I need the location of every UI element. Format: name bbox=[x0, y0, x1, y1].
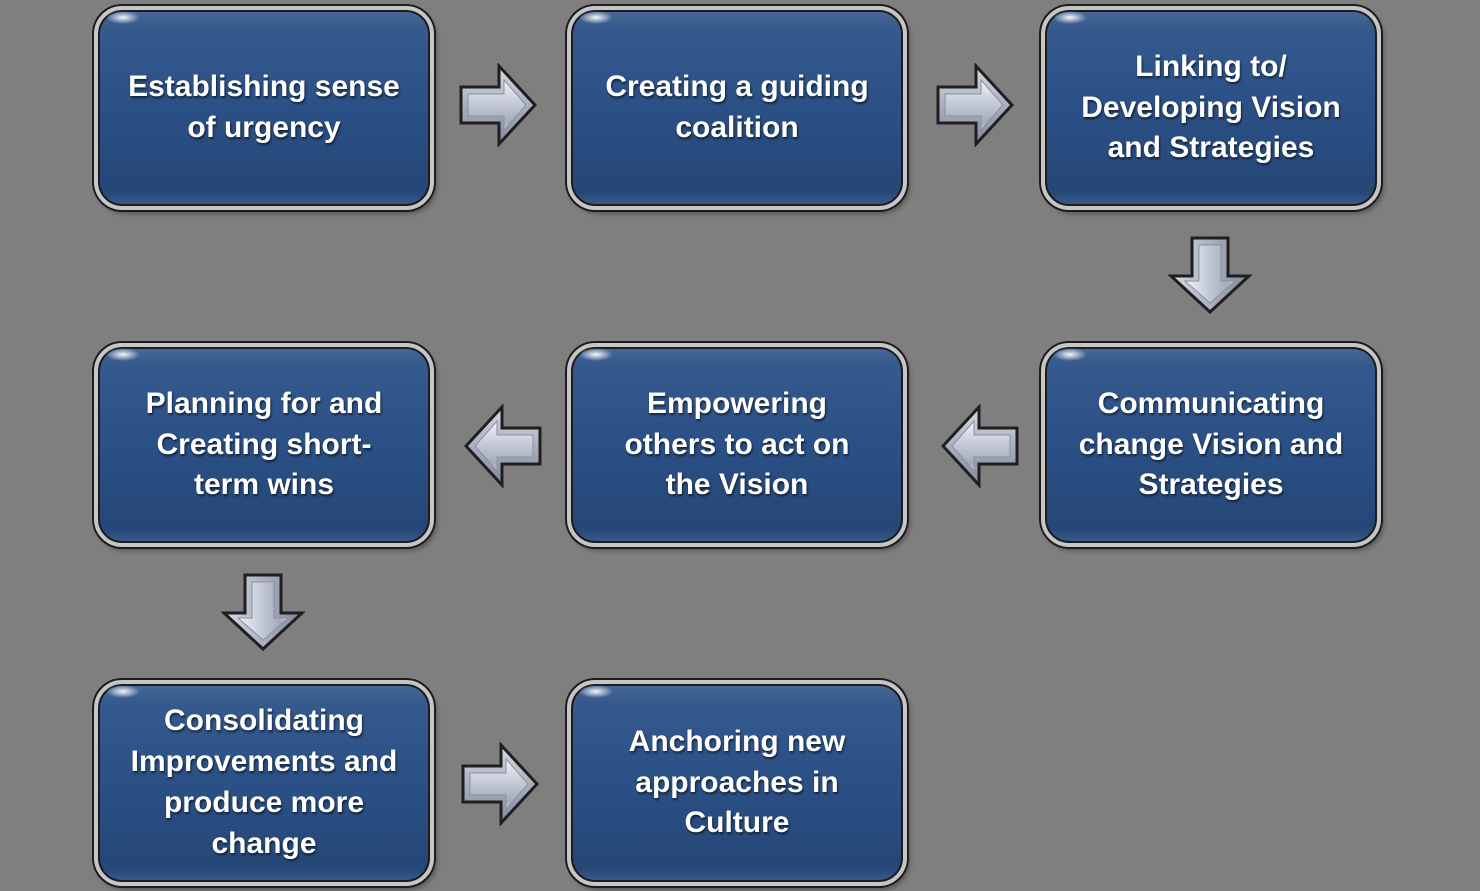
flow-box-label: Creating a guiding coalition bbox=[605, 70, 869, 144]
flow-box-guiding-coalition: Creating a guiding coalition bbox=[567, 6, 907, 210]
flow-box-label: Communicating change Vision and Strategi… bbox=[1078, 386, 1344, 502]
flow-box-communicating-vision: Communicating change Vision and Strategi… bbox=[1041, 343, 1381, 547]
arrow-down-icon bbox=[1168, 236, 1252, 314]
flow-box-label: Empowering others to act on the Vision bbox=[624, 386, 850, 502]
flow-box-label: Consolidating Improvements and produce m… bbox=[130, 704, 398, 860]
flow-box-vision-strategies: Linking to/ Developing Vision and Strate… bbox=[1041, 6, 1381, 210]
flow-box-label: Planning for and Creating short- term wi… bbox=[145, 386, 383, 502]
arrow-right-icon bbox=[936, 63, 1014, 147]
flow-box-label: Anchoring new approaches in Culture bbox=[628, 724, 846, 840]
flow-box-anchoring-culture: Anchoring new approaches in Culture bbox=[567, 680, 907, 886]
arrow-left-icon bbox=[941, 404, 1019, 488]
arrow-right-icon bbox=[459, 63, 537, 147]
arrow-down-icon bbox=[221, 573, 305, 651]
flow-box-consolidating-improvements: Consolidating Improvements and produce m… bbox=[94, 680, 434, 886]
flow-box-short-term-wins: Planning for and Creating short- term wi… bbox=[94, 343, 434, 547]
arrow-left-icon bbox=[464, 404, 542, 488]
flow-box-label: Linking to/ Developing Vision and Strate… bbox=[1081, 49, 1341, 165]
arrow-right-icon bbox=[461, 742, 539, 826]
flow-box-empowering-others: Empowering others to act on the Vision bbox=[567, 343, 907, 547]
flow-box-establishing-urgency: Establishing sense of urgency bbox=[94, 6, 434, 210]
flow-box-label: Establishing sense of urgency bbox=[128, 70, 400, 144]
